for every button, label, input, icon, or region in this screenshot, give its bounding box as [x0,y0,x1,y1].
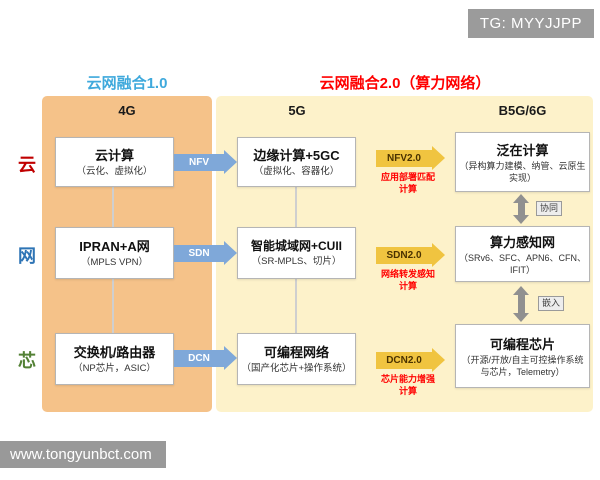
column-header-b5g6g: B5G/6G [498,103,547,118]
node-subtitle: （异构算力建模、纳管、云原生实现） [459,160,586,183]
arrow-label: DCN2.0 [376,351,432,369]
double-arrow-icon [513,194,529,224]
node-cloud-computing: 云计算 （云化、虚拟化） [55,137,174,187]
note-row2: 网络转发感知计算 [380,269,435,291]
node-title: IPRAN+A网 [79,239,150,255]
layer-label-cloud: 云 [18,155,36,175]
node-subtitle: （国产化芯片+操作系统） [241,363,352,375]
node-title: 交换机/路由器 [73,345,156,361]
arrowhead-down-icon [513,215,529,224]
node-title: 智能城域网+CUII [250,239,342,254]
arrowhead-icon [224,346,237,370]
node-ipran-a-net: IPRAN+A网 （MPLS VPN） [55,227,174,279]
arrowhead-icon [224,150,237,174]
arrow-dcn2: DCN2.0 [376,348,445,372]
link-label-embed: 嵌入 [538,296,565,311]
arrow-bar [517,295,525,313]
node-subtitle: （MPLS VPN） [80,257,149,269]
era2-title: 云网融合2.0（算力网络） [319,75,491,92]
arrowhead-up-icon [513,286,529,295]
arrow-nfv: NFV [174,150,237,174]
column-header-4g: 4G [118,103,136,118]
node-subtitle: （SRv6、SFC、APN6、CFN、IFIT） [459,252,587,275]
arrowhead-icon [432,243,445,267]
node-edge-computing-5gc: 边缘计算+5GC （虚拟化、容器化） [237,137,356,187]
arrow-label: SDN [174,244,224,262]
arrow-label: SDN2.0 [376,246,432,264]
connector-line [295,279,297,333]
node-ubiquitous-computing: 泛在计算 （异构算力建模、纳管、云原生实现） [455,132,590,192]
arrow-label: NFV2.0 [376,149,432,167]
column-header-5g: 5G [288,103,306,118]
node-title: 泛在计算 [496,142,549,158]
arrowhead-up-icon [513,194,529,203]
arrow-label: DCN [174,349,224,367]
connector-line [112,187,114,227]
node-smart-man-cuii: 智能城域网+CUII （SR-MPLS、切片） [237,227,356,279]
node-subtitle: （虚拟化、容器化） [253,166,340,178]
node-title: 可编程网络 [263,345,329,361]
arrow-dcn: DCN [174,346,237,370]
node-switch-router: 交换机/路由器 （NP芯片，ASIC） [55,333,174,385]
arrow-sdn2: SDN2.0 [376,243,445,267]
arrow-label: NFV [174,153,224,171]
note-row3: 芯片能力增强计算 [380,374,435,396]
node-subtitle: （开源/开放/自主可控操作系统与芯片，Telemetry） [461,354,584,377]
arrowhead-icon [224,241,237,265]
connector-line [112,279,114,333]
node-subtitle: （SR-MPLS、切片） [251,256,342,268]
node-title: 可编程芯片 [489,336,555,352]
layer-label-chip: 芯 [18,351,36,371]
arrowhead-down-icon [513,313,529,322]
arrowhead-icon [432,348,445,372]
node-title: 算力感知网 [489,234,555,250]
node-title: 边缘计算+5GC [253,148,340,164]
arrow-sdn: SDN [174,241,237,265]
node-computing-aware-network: 算力感知网 （SRv6、SFC、APN6、CFN、IFIT） [455,226,590,282]
node-programmable-chip: 可编程芯片 （开源/开放/自主可控操作系统与芯片，Telemetry） [455,324,590,388]
arrow-nfv2: NFV2.0 [376,146,445,170]
node-programmable-network: 可编程网络 （国产化芯片+操作系统） [237,333,356,385]
connector-line [295,187,297,227]
arrow-bar [517,203,525,215]
tg-watermark: TG: MYYJJPP [467,9,594,38]
site-watermark: www.tongyunbct.com [0,441,166,468]
link-label-collaboration: 协同 [536,201,563,216]
layer-label-network: 网 [18,246,36,266]
arrowhead-icon [432,146,445,170]
node-subtitle: （NP芯片，ASIC） [73,363,156,375]
double-arrow-icon [513,286,529,322]
node-subtitle: （云化、虚拟化） [76,166,153,178]
era1-title: 云网融合1.0 [86,75,168,92]
note-row1: 应用部署匹配计算 [380,172,435,194]
node-title: 云计算 [94,148,134,164]
